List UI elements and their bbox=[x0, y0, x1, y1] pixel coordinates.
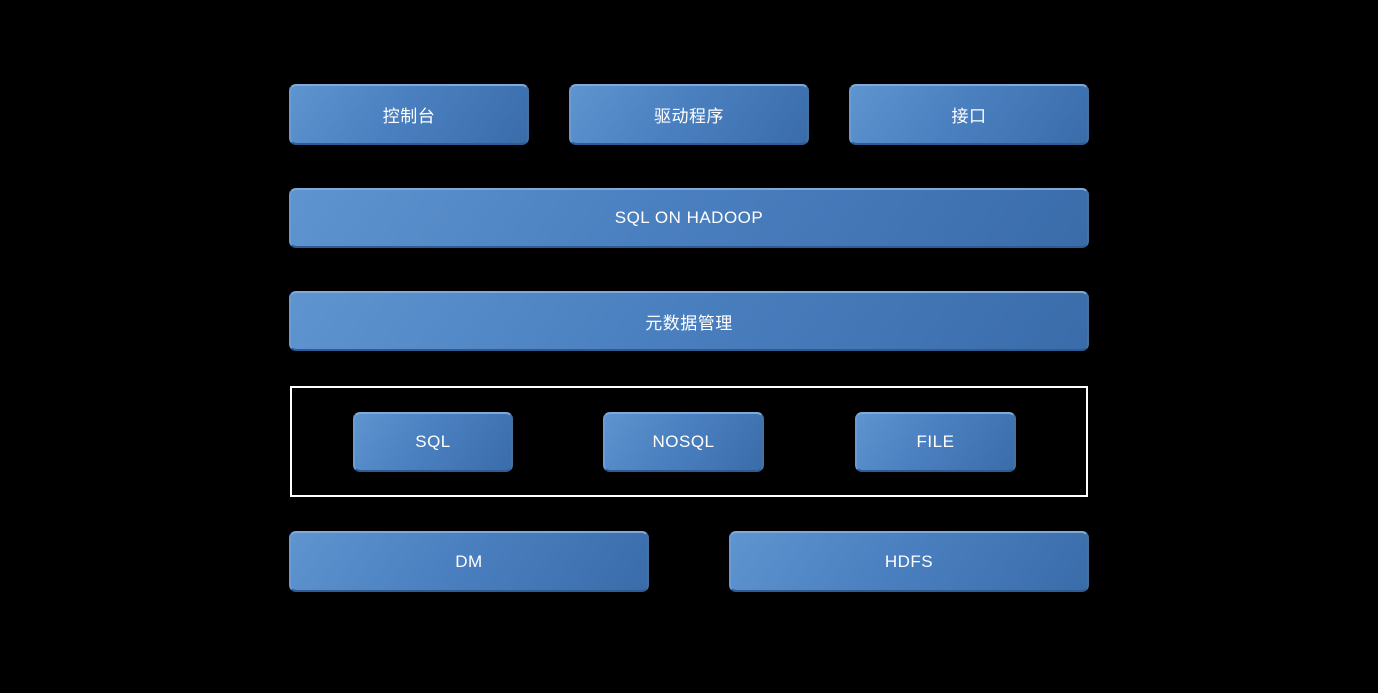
hdfs-box-label: HDFS bbox=[884, 551, 934, 571]
interface-box-label: 接口 bbox=[951, 107, 987, 126]
sql-on-hadoop-box: SQL ON HADOOP bbox=[289, 188, 1089, 248]
file-box: FILE bbox=[855, 412, 1016, 472]
sql-on-hadoop-box-label: SQL ON HADOOP bbox=[614, 208, 764, 227]
driver-box: 驱动程序 bbox=[569, 84, 809, 145]
dm-box: DM bbox=[289, 531, 649, 592]
nosql-box: NOSQL bbox=[603, 412, 764, 472]
dm-box-label: DM bbox=[455, 551, 483, 571]
hdfs-box: HDFS bbox=[729, 531, 1089, 592]
sql-box: SQL bbox=[353, 412, 513, 472]
nosql-box-label: NOSQL bbox=[652, 432, 715, 451]
interface-box: 接口 bbox=[849, 84, 1089, 145]
sql-box-label: SQL bbox=[415, 432, 451, 451]
metadata-management-box-label: 元数据管理 bbox=[645, 313, 733, 333]
file-box-label: FILE bbox=[916, 432, 955, 451]
driver-box-label: 驱动程序 bbox=[654, 107, 724, 126]
metadata-management-box: 元数据管理 bbox=[289, 291, 1089, 351]
console-box-label: 控制台 bbox=[382, 107, 436, 126]
console-box: 控制台 bbox=[289, 84, 529, 145]
storage-group-container bbox=[290, 386, 1088, 497]
